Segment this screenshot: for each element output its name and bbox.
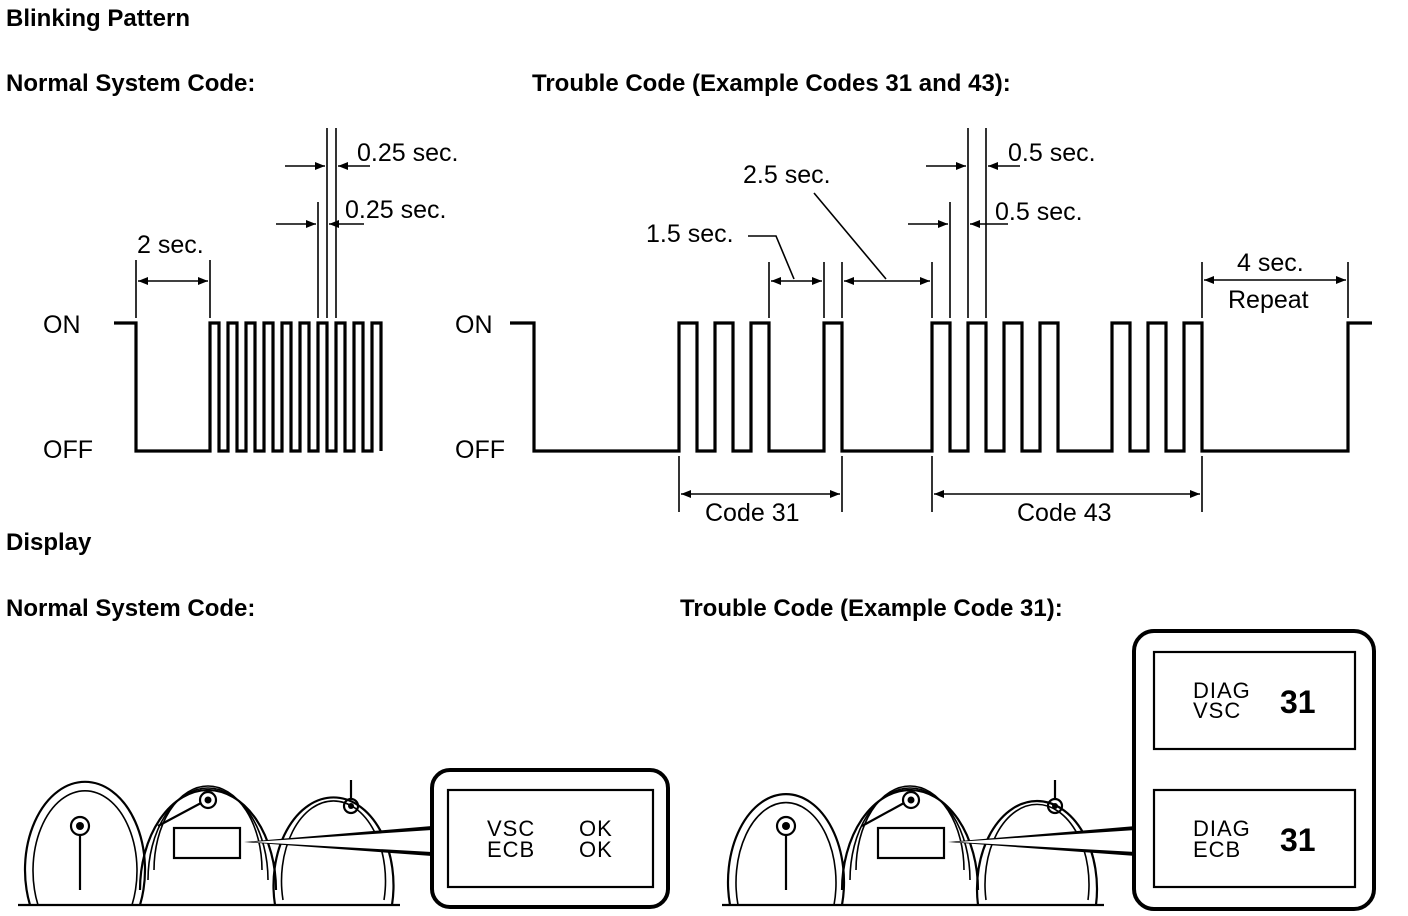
code-43-label: Code 43 <box>1017 499 1112 527</box>
trouble-display-screen-ecb <box>1152 788 1357 889</box>
screen-system-ecb: ECB <box>487 837 535 862</box>
display-normal-heading: Normal System Code: <box>6 595 255 622</box>
display-trouble-heading: Trouble Code (Example Code 31): <box>680 595 1063 622</box>
off-label: OFF <box>43 436 93 464</box>
screen-status-vsc: OK <box>579 816 613 841</box>
repeat-gap-label: 4 sec. <box>1237 249 1304 277</box>
gauge-needle-icon <box>157 802 202 827</box>
normal-waveform <box>114 321 383 453</box>
gauge-needle-icon <box>861 802 905 827</box>
screen-system-vsc: VSC <box>1193 698 1241 723</box>
on-label: ON <box>43 311 81 339</box>
gauge-hub-icon <box>198 790 218 810</box>
normal-display-screen <box>446 788 655 889</box>
leader-line <box>813 192 887 280</box>
multi-info-display <box>876 826 946 860</box>
screen-status-ecb: OK <box>579 837 613 862</box>
tachometer-gauge <box>23 780 147 906</box>
screen-code-ecb: 31 <box>1280 822 1316 858</box>
speedometer-gauge <box>138 785 278 891</box>
trouble-display-screen-vsc <box>1152 650 1357 751</box>
blinking-pattern-heading: Blinking Pattern <box>6 5 190 32</box>
pulse-off-label: 0.5 sec. <box>995 198 1083 226</box>
normal-waveform-chart: ON OFF 2 sec. 0.25 sec. 0.25 sec. <box>43 128 458 464</box>
normal-display-callout <box>430 768 670 909</box>
fuel-gauge <box>975 780 1099 906</box>
trouble-waveform <box>510 321 1372 453</box>
screen-diag-label: DIAG <box>1193 678 1251 703</box>
normal-instrument-cluster: VSC OK ECB OK <box>18 768 670 909</box>
normal-code-heading: Normal System Code: <box>6 70 255 97</box>
multi-info-display <box>172 826 242 860</box>
display-heading: Display <box>6 529 92 556</box>
off-025sec-label: 0.25 sec. <box>345 196 446 224</box>
off-label: OFF <box>455 436 505 464</box>
pulse-on-label: 0.5 sec. <box>1008 139 1096 167</box>
on-label: ON <box>455 311 493 339</box>
digit-gap-label: 1.5 sec. <box>646 220 734 248</box>
screen-system-ecb: ECB <box>1193 837 1241 862</box>
trouble-display-callout <box>1132 629 1376 911</box>
trouble-code-heading: Trouble Code (Example Codes 31 and 43): <box>532 70 1011 97</box>
code-31-label: Code 31 <box>705 499 800 527</box>
speedometer-gauge <box>840 785 980 891</box>
screen-code-vsc: 31 <box>1280 684 1316 720</box>
fuel-gauge <box>272 780 395 906</box>
trouble-waveform-chart: ON OFF 1.5 sec. 2.5 sec. 0.5 sec. 0.5 se… <box>455 128 1372 527</box>
on-025sec-label: 0.25 sec. <box>357 139 458 167</box>
screen-diag-label: DIAG <box>1193 816 1251 841</box>
gap-2sec-label: 2 sec. <box>137 231 204 259</box>
leader-line <box>748 235 795 280</box>
tachometer-gauge <box>726 792 846 906</box>
code-gap-label: 2.5 sec. <box>743 161 831 189</box>
screen-system-vsc: VSC <box>487 816 535 841</box>
repeat-label: Repeat <box>1228 286 1309 314</box>
trouble-instrument-cluster: DIAG VSC 31 DIAG ECB 31 <box>722 629 1376 911</box>
gauge-hub-icon <box>901 790 921 810</box>
